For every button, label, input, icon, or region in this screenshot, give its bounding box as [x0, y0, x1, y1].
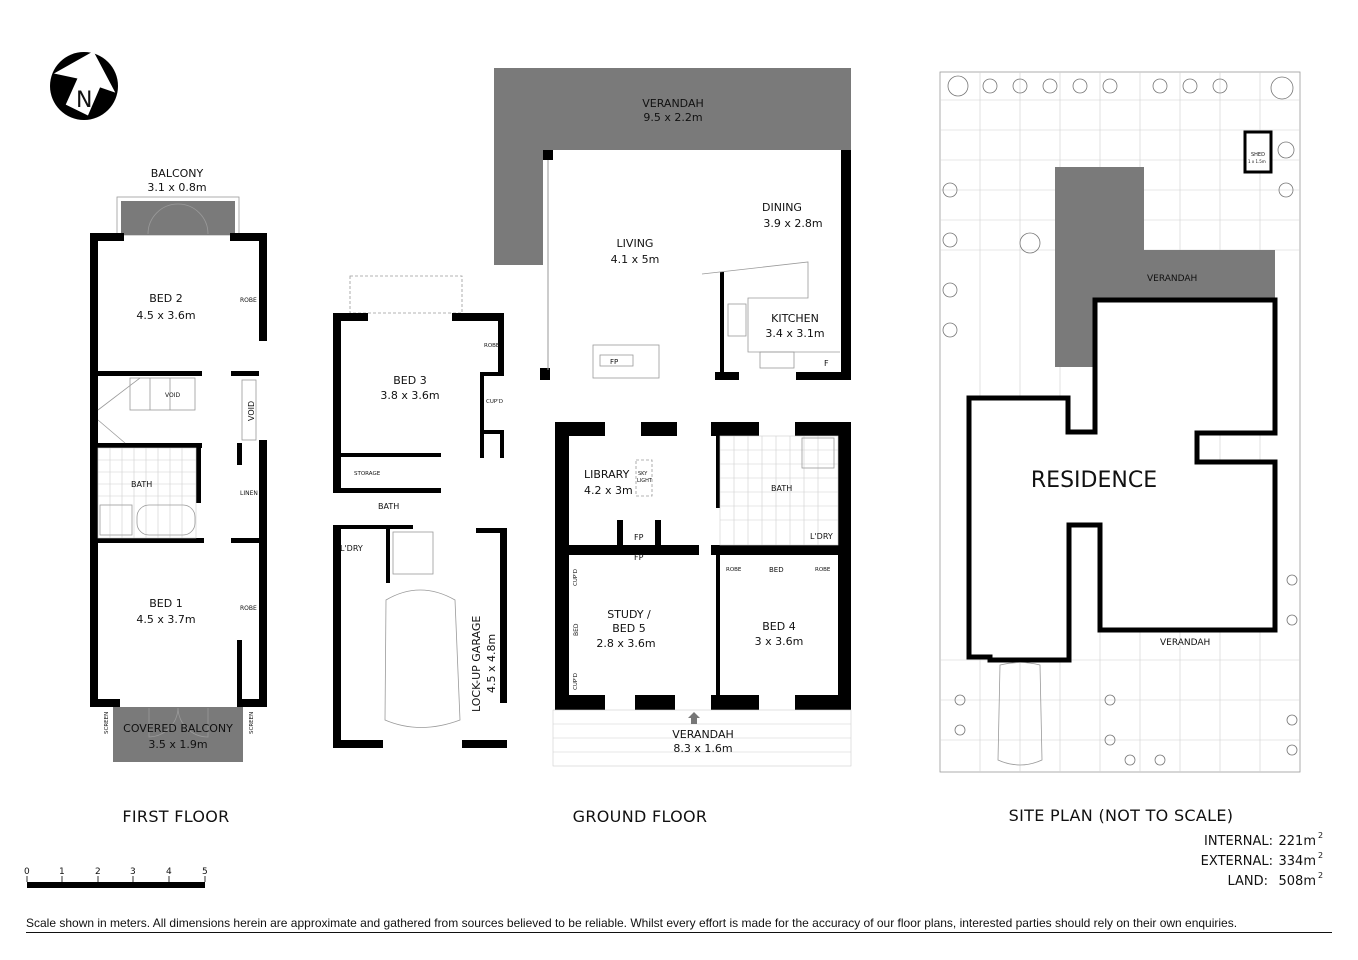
ground-floor-title: GROUND FLOOR [573, 807, 708, 826]
internal-value: 221m [1279, 834, 1316, 849]
fp-library-label: FP [634, 533, 644, 542]
land-sup: 2 [1318, 871, 1323, 880]
kitchen-label: KITCHEN [771, 312, 819, 325]
laundry-left-label: L'DRY [340, 544, 363, 553]
study-label-2: BED 5 [612, 622, 645, 635]
laundry-main-label: L'DRY [810, 532, 833, 541]
bed1-label: BED 1 [149, 597, 182, 610]
site-plan: VERANDAH SHED 1 x 1.5m RESIDENCE VERANDA… [939, 71, 1301, 773]
bed4-label: BED 4 [762, 620, 795, 633]
robe-bed3-label: ROBE [484, 343, 500, 349]
dining-label: DINING [762, 201, 802, 214]
storage-label: STORAGE [354, 471, 381, 477]
linen-label: LINEN [240, 490, 258, 497]
first-floor-title: FIRST FLOOR [122, 807, 229, 826]
scale-tick-1: 1 [59, 867, 65, 877]
study-size: 2.8 x 3.6m [596, 637, 655, 650]
north-compass-icon: N [50, 51, 118, 120]
bed-study-label: BED [573, 623, 580, 636]
scale-tick-3: 3 [130, 867, 136, 877]
robe-label-2: ROBE [240, 605, 257, 612]
robe-bed4-right-label: ROBE [815, 567, 831, 573]
bed3-label: BED 3 [393, 374, 426, 387]
covered-balcony-size: 3.5 x 1.9m [148, 738, 207, 751]
bed3-size: 3.8 x 3.6m [380, 389, 439, 402]
dining-size: 3.9 x 2.8m [763, 217, 822, 230]
external-sup: 2 [1318, 851, 1323, 860]
garage-label: LOCK-UP GARAGE [470, 616, 483, 712]
study-label: STUDY / [607, 608, 651, 621]
first-floor-plan: BALCONY 3.1 x 0.8m VOID VOID [90, 167, 267, 762]
robe-bed4-left-label: ROBE [726, 567, 742, 573]
screen-label-left: SCREEN [104, 712, 110, 734]
ground-floor-plan: VERANDAH 9.5 x 2.2m LIVING 4.1 x 5m DINI… [333, 68, 852, 767]
external-label: EXTERNAL: [1201, 854, 1273, 869]
balcony-size: 3.1 x 0.8m [147, 181, 206, 194]
kitchen-size: 3.4 x 3.1m [765, 327, 824, 340]
living-label: LIVING [617, 237, 654, 250]
scale-tick-0: 0 [24, 867, 30, 877]
bed4-size: 3 x 3.6m [755, 635, 804, 648]
site-verandah-front-label: VERANDAH [1160, 638, 1210, 648]
scale-tick-5: 5 [202, 867, 208, 877]
area-summary: INTERNAL: 221m 2 EXTERNAL: 334m 2 LAND: … [1201, 831, 1323, 889]
scale-bar: 0 1 2 3 4 5 [24, 867, 208, 888]
cupd-study-label-2: CUP'D [573, 673, 579, 690]
living-size: 4.1 x 5m [611, 253, 660, 266]
cupd-hall-label: CUP'D [486, 399, 503, 405]
site-plan-title: SITE PLAN (NOT TO SCALE) [1009, 806, 1234, 825]
scale-tick-2: 2 [95, 867, 101, 877]
disclaimer-text: Scale shown in meters. All dimensions he… [26, 916, 1332, 933]
skylight-label-2: LIGHT [637, 478, 653, 484]
covered-balcony-label: COVERED BALCONY [123, 722, 233, 735]
shed-size: 1 x 1.5m [1248, 159, 1266, 164]
garage-size: 4.5 x 4.8m [485, 634, 498, 693]
external-value: 334m [1279, 854, 1316, 869]
bed2-size: 4.5 x 3.6m [136, 309, 195, 322]
bed2-label: BED 2 [149, 292, 182, 305]
verandah-rear-size: 9.5 x 2.2m [643, 111, 702, 124]
void-label-2: VOID [247, 401, 256, 421]
land-label: LAND: [1227, 874, 1268, 889]
library-label: LIBRARY [584, 468, 630, 481]
verandah-rear-label: VERANDAH [642, 97, 704, 110]
balcony-label: BALCONY [151, 167, 204, 180]
verandah-front-label: VERANDAH [672, 728, 734, 741]
robe-label-1: ROBE [240, 297, 257, 304]
land-value: 508m [1279, 874, 1316, 889]
fp-living-label: FP [610, 358, 618, 366]
compass-label: N [76, 88, 92, 113]
cupd-study-label-1: CUP'D [573, 569, 579, 586]
bath-main-label: BATH [771, 484, 792, 493]
library-size: 4.2 x 3m [584, 484, 633, 497]
bed1-size: 4.5 x 3.7m [136, 613, 195, 626]
residence-label: RESIDENCE [1031, 468, 1157, 493]
scale-tick-4: 4 [166, 867, 172, 877]
site-verandah-rear-label: VERANDAH [1147, 274, 1197, 284]
bath-small-label: BATH [378, 502, 399, 511]
fridge-label: F [824, 359, 829, 368]
verandah-front-size: 8.3 x 1.6m [673, 742, 732, 755]
shed-label: SHED [1251, 152, 1265, 158]
fp-study-label: FP [634, 553, 644, 562]
internal-sup: 2 [1318, 831, 1323, 840]
skylight-label-1: SKY [638, 471, 648, 477]
bed-bed4-label: BED [769, 566, 784, 574]
void-label-1: VOID [165, 392, 180, 399]
bath-label-first: BATH [131, 480, 152, 489]
screen-label-right: SCREEN [249, 712, 255, 734]
internal-label: INTERNAL: [1204, 834, 1273, 849]
